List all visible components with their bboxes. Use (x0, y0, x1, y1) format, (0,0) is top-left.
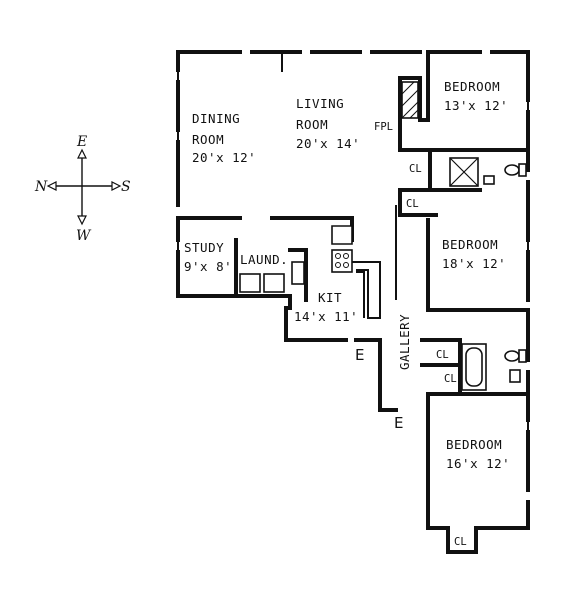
kitchen-label: KIT (318, 290, 342, 305)
closet-label-5: CL (454, 536, 467, 548)
compass-rose: E N S W (34, 134, 131, 244)
kitchen-dims: 14'x 11' (294, 309, 358, 324)
bedroom-2-label: BEDROOM (442, 237, 498, 252)
bedroom-1-dims: 13'x 12' (444, 98, 508, 113)
closet-label-3: CL (436, 349, 449, 361)
closet-label-4: CL (444, 373, 457, 385)
dining-room-label: DINING (192, 111, 240, 126)
compass-label-e: E (76, 134, 87, 150)
closet-label-1: CL (409, 163, 422, 175)
laundry-label: LAUND. (240, 252, 288, 267)
dining-room-label-2: ROOM (192, 132, 224, 147)
gallery-label: GALLERY (397, 314, 412, 370)
living-room-label: LIVING (296, 96, 344, 111)
study-label: STUDY (184, 240, 224, 255)
arrow-north-icon (46, 181, 57, 191)
living-room-label-2: ROOM (296, 117, 328, 132)
dryer-icon (263, 273, 285, 293)
arrow-south-icon (111, 181, 122, 191)
compass-label-s: S (121, 179, 131, 195)
bedroom-3-dims: 16'x 12' (446, 456, 510, 471)
dining-room-dims: 20'x 12' (192, 150, 256, 165)
living-room-dims: 20'x 14' (296, 136, 360, 151)
closet-label-2: CL (406, 198, 419, 210)
room-labels: DINING ROOM 20'x 12' LIVING ROOM 20'x 14… (184, 79, 510, 548)
fireplace-label: FPL (374, 121, 393, 133)
stove-icon (331, 249, 353, 273)
bedroom-1-label: BEDROOM (444, 79, 500, 94)
fixtures (239, 81, 527, 391)
arrow-east-icon (77, 148, 87, 159)
washer-icon (239, 273, 261, 293)
entry-label-2: E (394, 414, 403, 432)
compass-label-n: N (34, 179, 48, 195)
arrow-west-icon (77, 215, 87, 226)
toilet-icon (504, 164, 520, 176)
bedroom-2-dims: 18'x 12' (442, 256, 506, 271)
study-dims: 9'x 8' (184, 259, 232, 274)
walls (176, 50, 530, 554)
compass-label-w: W (76, 228, 92, 244)
bedroom-3-label: BEDROOM (446, 437, 502, 452)
entry-label-1: E (355, 346, 364, 364)
sink-icon (291, 261, 305, 285)
